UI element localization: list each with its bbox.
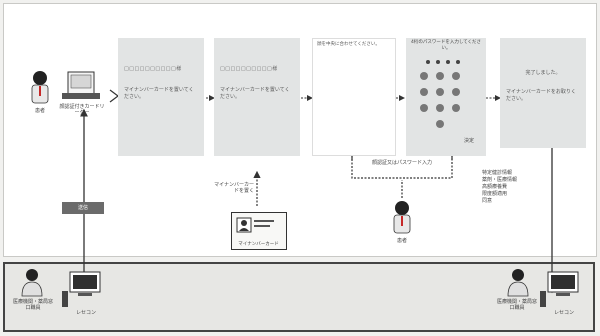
screen-face-auth: 顔を中央に合わせてください。: [312, 38, 396, 156]
staff-left-label: 医療機関・薬局窓口職員: [12, 299, 53, 311]
face-password-label: 顔認証又はパスワード入力: [371, 160, 432, 166]
card-placement-label: マイナンバーカードを置く: [214, 182, 254, 194]
staff-left-icon: [21, 269, 43, 297]
keypad-key[interactable]: [452, 72, 460, 80]
keypad-key[interactable]: [436, 88, 444, 96]
keypad-key[interactable]: [452, 88, 460, 96]
patient-left-icon: [31, 71, 49, 104]
screen-complete: 完了しました。 マイナンバーカードをお取りください。: [500, 38, 586, 148]
screen3-header: 顔を中央に合わせてください。: [317, 42, 380, 47]
info-item: 特定健診情報: [482, 170, 513, 176]
info-item: 限度額適用: [482, 191, 508, 197]
screen-card-prompt-1: □□□□□□□□□□様 マイナンバーカードを置いてください。: [118, 38, 204, 156]
arrow-to-screen1: [109, 89, 119, 103]
info-list: 特定健診情報 薬剤・医療情報 高額療養費 限度額適用 同意: [482, 170, 538, 205]
pin-dot: [426, 60, 430, 64]
card-reader-icon: [62, 71, 100, 99]
keypad-key[interactable]: [420, 72, 428, 80]
keypad-key[interactable]: [420, 88, 428, 96]
pc-right-icon: [540, 271, 579, 307]
patient-left-label: 患者: [34, 108, 45, 114]
info-item: 同意: [482, 198, 493, 204]
patient-center-icon: [393, 201, 411, 234]
mynumber-card: マイナンバーカード: [231, 212, 287, 250]
pin-dot: [456, 60, 460, 64]
pin-dot: [446, 60, 450, 64]
screen-password: 4桁のパスワードを入力してください。: [406, 38, 486, 156]
keypad-enter-label: 決定: [463, 138, 474, 144]
staff-right-icon: [507, 269, 529, 297]
card-reader-label: 顔認証付きカードリーダー: [59, 104, 105, 116]
screen2-name: □□□□□□□□□□様: [220, 66, 278, 72]
staff-right-label: 医療機関・薬局窓口職員: [496, 299, 537, 311]
patient-center-label: 患者: [396, 238, 407, 244]
keypad-key[interactable]: [420, 104, 428, 112]
mynumber-card-graphic: [236, 217, 274, 233]
pc-right-label: レセコン: [553, 310, 574, 316]
keypad-key[interactable]: [436, 120, 444, 128]
keypad-key[interactable]: [436, 104, 444, 112]
keypad-key[interactable]: [436, 72, 444, 80]
screen1-instruction: マイナンバーカードを置いてください。: [124, 87, 194, 100]
keypad-key[interactable]: [452, 104, 460, 112]
pc-left-icon: [62, 271, 101, 307]
info-item: 薬剤・医療情報: [482, 177, 518, 183]
reception-panel: [3, 262, 595, 332]
pc-left-label: レセコン: [75, 310, 96, 316]
screen4-header: 4桁のパスワードを入力してください。: [410, 40, 482, 51]
mynumber-card-label: マイナンバーカード: [238, 242, 279, 247]
process-panel: [3, 3, 597, 257]
screen-card-prompt-2: □□□□□□□□□□様 マイナンバーカードを置いてください。: [214, 38, 300, 156]
screen2-instruction: マイナンバーカードを置いてください。: [220, 87, 290, 100]
pin-dot: [436, 60, 440, 64]
transmit-badge: 送信: [62, 202, 104, 214]
screen5-done: 完了しました。: [525, 70, 561, 76]
info-item: 高額療養費: [482, 184, 508, 190]
screen1-name: □□□□□□□□□□様: [124, 66, 182, 72]
screen5-instruction: マイナンバーカードをお取りください。: [506, 89, 576, 102]
